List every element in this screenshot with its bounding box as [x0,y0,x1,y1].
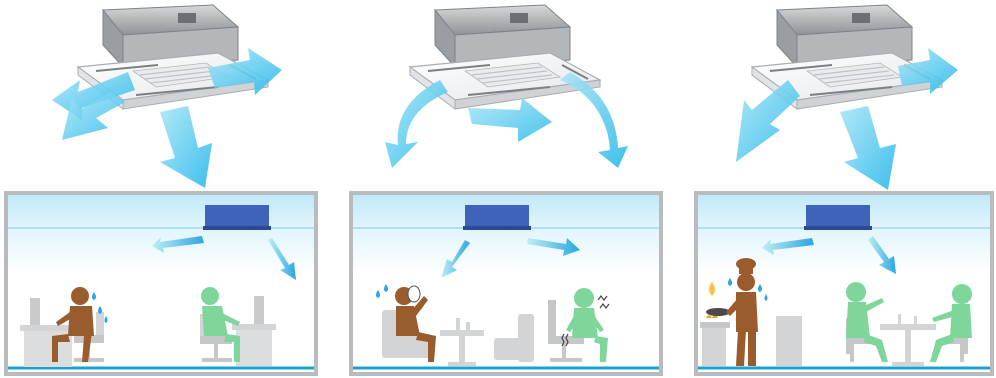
airflow-arrow-icon [736,80,800,162]
ceiling-unit-icon [465,205,529,227]
fan-icon [408,286,420,302]
ceiling-unit-icon [806,205,870,227]
scene-2 [351,5,661,374]
airflow-arrow-icon [840,106,896,190]
scene-3 [696,5,992,374]
airflow-arrow-icon [385,80,448,168]
scene-1 [6,5,316,374]
ceiling-unit-icon [205,205,269,227]
airflow-arrow-icon [160,106,212,188]
